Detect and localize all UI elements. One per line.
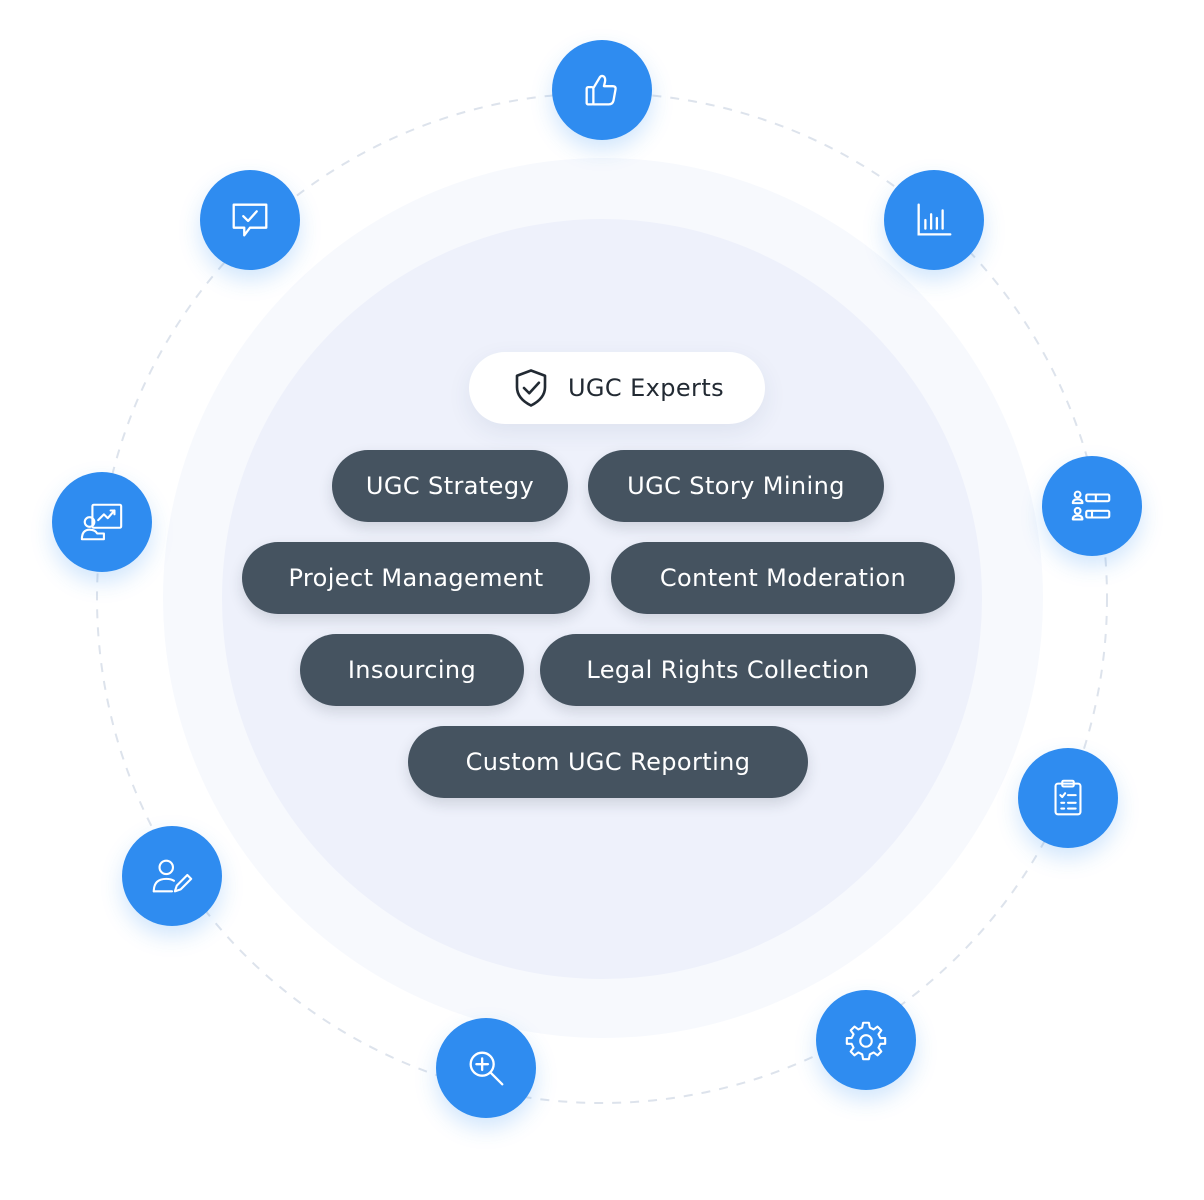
gear-icon[interactable] [816,990,916,1090]
service-tag-insourcing: Insourcing [300,634,524,706]
thumbs-up-icon[interactable] [552,40,652,140]
user-list-icon[interactable] [1042,456,1142,556]
ugc-experts-pill: UGC Experts [469,352,765,424]
service-tag-ugc-strategy: UGC Strategy [332,450,568,522]
shield-check-icon [515,369,547,407]
presentation-trend-icon[interactable] [52,472,152,572]
service-tag-legal-rights-collection: Legal Rights Collection [540,634,916,706]
service-tag-custom-ugc-reporting: Custom UGC Reporting [408,726,808,798]
zoom-in-icon[interactable] [436,1018,536,1118]
header-label: UGC Experts [567,374,725,402]
service-tag-project-management: Project Management [242,542,590,614]
service-tag-content-moderation: Content Moderation [611,542,955,614]
service-tag-ugc-story-mining: UGC Story Mining [588,450,884,522]
user-edit-icon[interactable] [122,826,222,926]
bar-chart-icon[interactable] [884,170,984,270]
chat-check-icon[interactable] [200,170,300,270]
clipboard-checklist-icon[interactable] [1018,748,1118,848]
